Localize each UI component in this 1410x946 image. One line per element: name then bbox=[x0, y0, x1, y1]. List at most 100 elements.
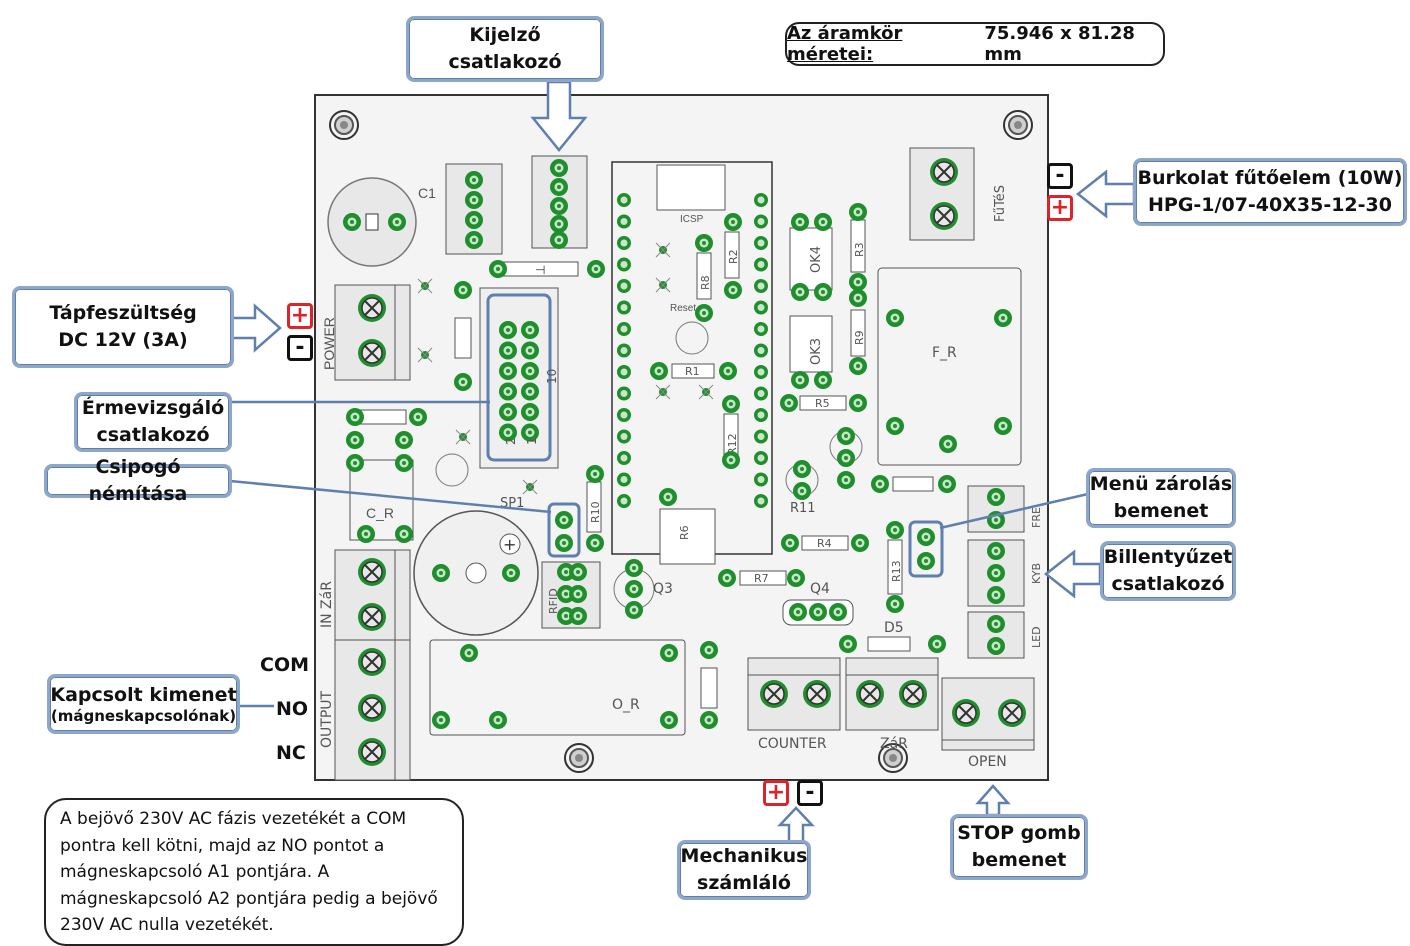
callout-power-line1: Tápfeszültség bbox=[49, 302, 197, 324]
leader-buzzer bbox=[229, 479, 552, 514]
pad bbox=[521, 382, 539, 401]
label-f-r: F_R bbox=[932, 345, 957, 361]
pad bbox=[499, 321, 517, 339]
pad bbox=[754, 322, 768, 336]
label-q4: Q4 bbox=[810, 581, 830, 597]
label-r5: R5 bbox=[815, 397, 830, 410]
note-line: mágneskapcsoló A1 pontjára. A bbox=[60, 862, 330, 882]
counter-minus-sign: - bbox=[797, 780, 823, 806]
arrow-heater bbox=[1075, 169, 1136, 219]
callout-output-line1: Kapcsolt kimenet bbox=[50, 683, 237, 706]
callout-stop: STOP gomb bemenet bbox=[950, 814, 1088, 880]
pad bbox=[754, 451, 768, 465]
label-r8: R8 bbox=[699, 275, 712, 290]
label-led: LED bbox=[1030, 626, 1043, 648]
mounting-hole bbox=[564, 743, 594, 773]
pad bbox=[499, 403, 517, 421]
pad bbox=[617, 343, 631, 358]
label-ok3: OK3 bbox=[809, 338, 824, 365]
pad bbox=[754, 214, 768, 229]
mounting-hole bbox=[1003, 110, 1033, 140]
pad bbox=[521, 362, 539, 380]
pad bbox=[754, 472, 768, 487]
label-ok4: OK4 bbox=[809, 246, 824, 273]
callout-display-line1: Kijelző bbox=[469, 24, 541, 46]
pad bbox=[754, 343, 768, 358]
label-r6: R6 bbox=[678, 525, 691, 540]
power-plus-sign: + bbox=[287, 303, 313, 329]
pad bbox=[499, 362, 517, 380]
note-line: pontra kell kötni, majd az NO pontot a bbox=[60, 835, 385, 856]
callout-buzzer-text: Csipogó némítása bbox=[88, 456, 188, 505]
pad bbox=[754, 300, 768, 315]
callout-counter-line2: számláló bbox=[697, 872, 791, 894]
pad bbox=[617, 472, 631, 487]
callout-power-line2: DC 12V (3A) bbox=[58, 329, 188, 351]
pad bbox=[754, 365, 768, 379]
label-q3: Q3 bbox=[653, 581, 673, 597]
label-in-zar: IN ZáR bbox=[319, 581, 335, 628]
label-r2: R2 bbox=[727, 249, 740, 264]
menu-lock-jumper bbox=[908, 520, 944, 578]
dimensions-box: Az áramkör méretei: 75.946 x 81.28 mm bbox=[785, 22, 1165, 66]
pad bbox=[617, 322, 631, 336]
pad bbox=[499, 341, 517, 360]
label-r12: R12 bbox=[726, 433, 739, 455]
pad bbox=[617, 279, 631, 293]
pad bbox=[754, 386, 768, 401]
svg-text:+: + bbox=[503, 535, 516, 554]
label-futes: FűTéS bbox=[993, 185, 1008, 222]
pad bbox=[754, 279, 768, 293]
callout-counter: Mechanikus számláló bbox=[677, 840, 811, 900]
pad bbox=[617, 193, 631, 207]
label-zar: ZáR bbox=[880, 736, 908, 752]
pad bbox=[617, 408, 631, 422]
label-r7: R7 bbox=[754, 572, 769, 585]
label-pin10: 10 bbox=[545, 369, 559, 384]
label-rfid: RFID bbox=[547, 588, 560, 614]
label-output: OUTPUT bbox=[319, 690, 335, 748]
leader-menu-lock bbox=[939, 492, 1089, 530]
label-r9: R9 bbox=[853, 330, 866, 345]
callout-coin-line2: csatlakozó bbox=[96, 424, 210, 446]
arrow-counter bbox=[777, 806, 815, 844]
pad bbox=[617, 451, 631, 465]
callout-menu-lock: Menü zárolás bemenet bbox=[1086, 468, 1236, 528]
label-reset: Reset bbox=[670, 303, 696, 314]
note-line: A bejövő 230V AC fázis vezetékét a COM bbox=[60, 809, 407, 829]
callout-heater: Burkolat fűtőelem (10W) HPG-1/07-40X35-1… bbox=[1133, 158, 1407, 226]
label-open: OPEN bbox=[968, 754, 1007, 770]
label-r1: R1 bbox=[685, 365, 700, 378]
pad bbox=[754, 494, 768, 508]
callout-heater-line2: HPG-1/07-40X35-12-30 bbox=[1148, 194, 1392, 216]
wiring-note: A bejövő 230V AC fázis vezetékét a COM p… bbox=[44, 798, 464, 946]
pad bbox=[617, 257, 631, 272]
pad bbox=[521, 321, 539, 339]
pad bbox=[617, 300, 631, 315]
callout-keyboard-line2: csatlakozó bbox=[1111, 573, 1225, 595]
label-r10: R10 bbox=[589, 501, 602, 523]
pad bbox=[617, 386, 631, 401]
terminal-nc-label: NC bbox=[276, 742, 306, 764]
power-minus-sign: - bbox=[287, 335, 313, 361]
pad bbox=[521, 403, 539, 421]
buzzer-mute-jumper bbox=[547, 502, 581, 558]
callout-stop-line1: STOP gomb bbox=[957, 822, 1081, 844]
heater-minus-sign: - bbox=[1047, 163, 1073, 189]
pad bbox=[754, 408, 768, 422]
note-line: 230V AC nulla vezetékét. bbox=[60, 915, 274, 935]
coin-connector bbox=[479, 287, 559, 469]
note-line: mágneskapcsoló A2 pontjára pedig a bejöv… bbox=[60, 888, 438, 909]
callout-buzzer: Csipogó némítása bbox=[44, 456, 232, 505]
label-r11: R11 bbox=[790, 501, 816, 516]
label-icsp: ICSP bbox=[680, 214, 704, 225]
callout-menu-lock-line1: Menü zárolás bbox=[1089, 473, 1233, 495]
callout-power: Tápfeszültség DC 12V (3A) bbox=[12, 286, 234, 368]
pad bbox=[754, 193, 768, 207]
pad bbox=[754, 236, 768, 250]
heater-plus-sign: + bbox=[1047, 195, 1073, 221]
callout-keyboard: Billentyűzet csatlakozó bbox=[1100, 541, 1236, 601]
pad bbox=[617, 494, 631, 508]
callout-counter-line1: Mechanikus bbox=[680, 845, 808, 867]
